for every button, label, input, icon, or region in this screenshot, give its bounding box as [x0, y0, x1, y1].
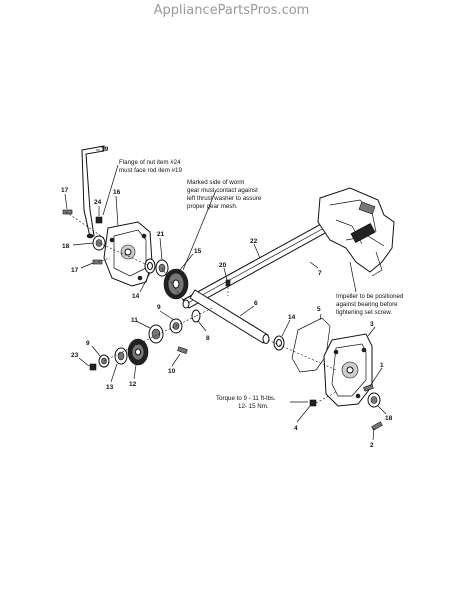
callout-21: 21: [157, 231, 165, 238]
gasket-5: [291, 317, 331, 373]
nut-24: [95, 216, 103, 224]
nut-4: [309, 399, 317, 407]
callout-17-upper: 17: [61, 187, 69, 194]
bearing-13: [114, 347, 128, 365]
bolt-17-lower: [92, 259, 103, 265]
left-gear-housing-16: [103, 221, 153, 287]
callout-18-left: 18: [62, 243, 70, 250]
callout-11: 11: [131, 317, 138, 324]
note-flange: Flange of nut item #24 must face rod ite…: [119, 159, 182, 174]
callout-4: 4: [294, 425, 298, 432]
note-worm-gear: Marked side of worm gear must contact ag…: [187, 179, 262, 210]
svg-text:gear must contact against: gear must contact against: [187, 187, 258, 194]
note-impeller: Impeller to be positioned against bearin…: [336, 293, 404, 316]
callout-6: 6: [254, 300, 258, 307]
impeller-assembly: [317, 187, 395, 277]
callout-2: 2: [370, 442, 374, 449]
callout-14-left: 14: [132, 293, 140, 300]
callout-3: 3: [370, 321, 374, 328]
callout-22: 22: [250, 238, 258, 245]
key-10: [177, 346, 188, 354]
svg-text:Marked side of worm: Marked side of worm: [187, 179, 244, 186]
callout-8: 8: [206, 335, 210, 342]
bolt-1: [363, 384, 374, 392]
assembly-lines: [65, 211, 337, 404]
svg-text:must face rod item #19: must face rod item #19: [119, 167, 182, 174]
svg-text:Torque to 9 - 11 ft-lbs.: Torque to 9 - 11 ft-lbs.: [216, 395, 276, 402]
fitting-23: [89, 363, 97, 371]
callout-7: 7: [318, 270, 322, 277]
callout-20: 20: [219, 262, 227, 269]
bolt-17-upper: [62, 209, 73, 215]
callout-10: 10: [168, 368, 176, 375]
svg-text:Flange of nut item #24: Flange of nut item #24: [119, 159, 181, 166]
worm-gear-15: [163, 268, 189, 300]
callout-18-right: 18: [385, 415, 393, 422]
callout-15: 15: [194, 248, 202, 255]
watermark: AppliancePartsPros.com: [153, 3, 310, 18]
callout-23: 23: [71, 352, 79, 359]
worm-shaft-6: [189, 289, 270, 344]
worm-11: [148, 324, 164, 344]
callout-1: 1: [380, 362, 384, 369]
bolt-2: [371, 421, 383, 431]
bearing-18-right: [367, 392, 381, 408]
svg-text:12- 15 Nm.: 12- 15 Nm.: [238, 403, 269, 410]
thrust-washer-14: [144, 258, 156, 274]
callout-numbers: 19 17 24 16 18 17 21 15 14 22 20 7 6 9 1…: [61, 146, 393, 449]
worm-gear-12: [127, 338, 149, 366]
leader-lines: [64, 149, 387, 441]
callout-16: 16: [113, 189, 121, 196]
callout-13: 13: [106, 384, 114, 391]
callout-9-lower: 9: [86, 340, 90, 347]
callout-9-upper: 9: [157, 304, 161, 311]
svg-text:against bearing before: against bearing before: [336, 301, 398, 308]
shift-rod-19: [81, 145, 105, 239]
callout-12: 12: [129, 381, 137, 388]
thrust-washer-14-right: [273, 335, 285, 351]
callout-19: 19: [101, 146, 109, 153]
callout-24: 24: [94, 199, 102, 206]
right-gear-housing-3: [323, 333, 373, 407]
callout-5: 5: [317, 306, 321, 313]
callout-17-lower: 17: [71, 267, 79, 274]
note-torque: Torque to 9 - 11 ft-lbs. 12- 15 Nm.: [216, 395, 276, 410]
svg-text:proper gear mesh.: proper gear mesh.: [187, 203, 238, 210]
note-leaders: [102, 164, 357, 403]
svg-text:Impeller to be positioned: Impeller to be positioned: [336, 293, 404, 300]
svg-text:tightening set screw.: tightening set screw.: [336, 309, 392, 316]
svg-text:left thrust washer to assure: left thrust washer to assure: [187, 195, 262, 202]
shaft-22: [182, 217, 339, 309]
callout-14-right: 14: [288, 314, 296, 321]
